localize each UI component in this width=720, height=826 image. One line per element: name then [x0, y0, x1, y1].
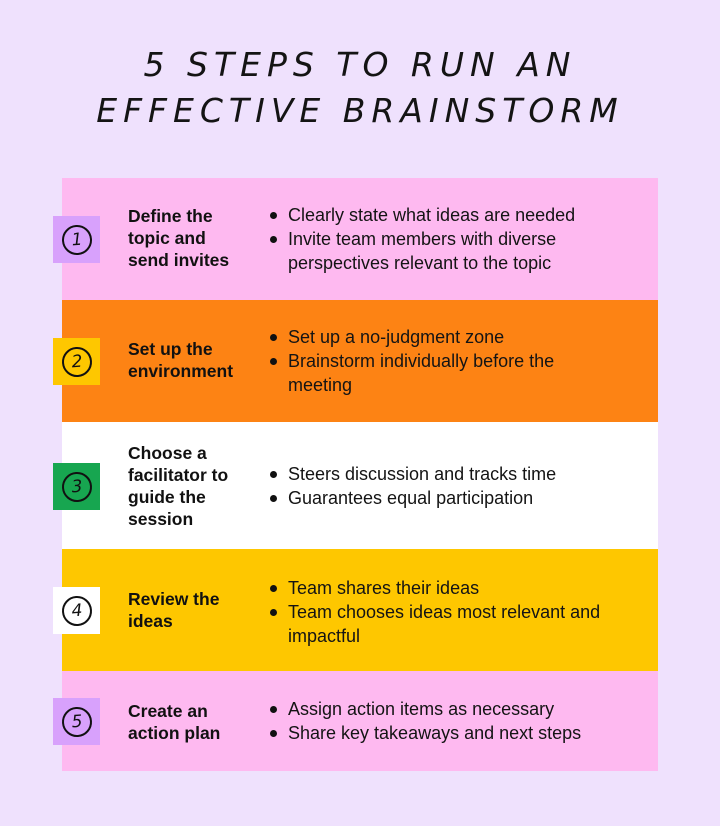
step-badge-5: 5: [53, 698, 100, 745]
step-row-2: 2 Set up the environment Set up a no-jud…: [53, 300, 658, 422]
title-line-1: 5 STEPS TO RUN AN: [143, 45, 577, 84]
step-bullets-5: Assign action items as necessary Share k…: [268, 697, 648, 745]
step-badge-4: 4: [53, 587, 100, 634]
number-3-circle-icon: 3: [60, 470, 93, 503]
number-1-circle-icon: 1: [60, 223, 93, 256]
bullet-item: Share key takeaways and next steps: [268, 721, 648, 745]
step-heading-5: Create an action plan: [128, 701, 221, 743]
step-heading-4: Review the ideas: [128, 589, 220, 631]
bullet-item: Clearly state what ideas are needed: [268, 203, 608, 227]
bullet-item: Team chooses ideas most relevant and imp…: [268, 600, 608, 648]
step-row-5: 5 Create an action plan Assign action it…: [53, 671, 658, 771]
step-row-4: 4 Review the ideas Team shares their ide…: [53, 549, 658, 671]
step-badge-3: 3: [53, 463, 100, 510]
step-heading-2: Set up the environment: [128, 339, 234, 381]
step-bullets-4: Team shares their ideas Team chooses ide…: [268, 576, 608, 648]
bullet-item: Assign action items as necessary: [268, 697, 648, 721]
step-bullets-2: Set up a no-judgment zone Brainstorm ind…: [268, 325, 568, 397]
step-badge-1: 1: [53, 216, 100, 263]
number-4-circle-icon: 4: [60, 594, 93, 627]
step-row-3: 3 Choose a facilitator to guide the sess…: [53, 422, 658, 549]
bullet-item: Guarantees equal participation: [268, 486, 648, 510]
step-heading-1: Define the topic and send invites: [128, 206, 230, 270]
number-5-circle-icon: 5: [60, 705, 93, 738]
bullet-item: Steers discussion and tracks time: [268, 462, 648, 486]
bullet-item: Set up a no-judgment zone: [268, 325, 568, 349]
step-bullets-1: Clearly state what ideas are needed Invi…: [268, 203, 608, 275]
bullet-item: Brainstorm individually before the meeti…: [268, 349, 568, 397]
step-badge-2: 2: [53, 338, 100, 385]
bullet-item: Invite team members with diverse perspec…: [268, 227, 608, 275]
step-bullets-3: Steers discussion and tracks time Guaran…: [268, 462, 648, 510]
step-row-1: 1 Define the topic and send invites Clea…: [53, 178, 658, 300]
bullet-item: Team shares their ideas: [268, 576, 608, 600]
number-2-circle-icon: 2: [60, 345, 93, 378]
steps-card: 1 Define the topic and send invites Clea…: [53, 178, 658, 771]
step-heading-3: Choose a facilitator to guide the sessio…: [128, 443, 229, 529]
title-line-2: EFFECTIVE BRAINSTORM: [96, 91, 624, 130]
page-title: 5 STEPS TO RUN AN EFFECTIVE BRAINSTORM: [0, 42, 720, 134]
